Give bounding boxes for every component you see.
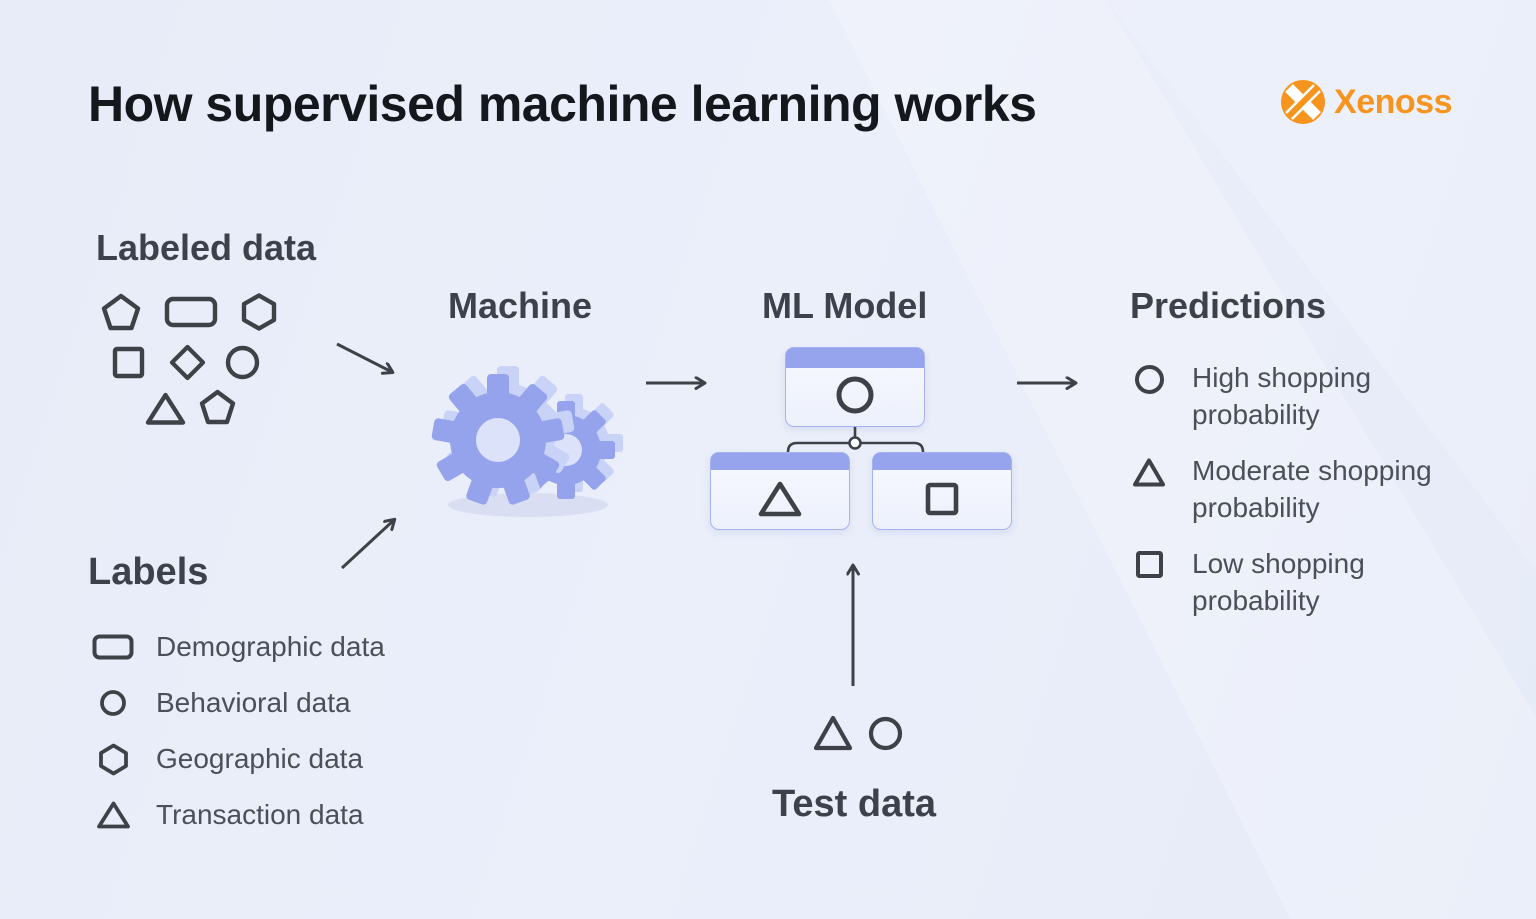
prediction-label: Moderate shopping probability — [1192, 454, 1432, 523]
square-icon — [925, 482, 959, 516]
arrow-right-icon — [646, 369, 720, 399]
tree-connector — [786, 427, 925, 458]
ml-model-title: ML Model — [762, 285, 928, 326]
prediction-label: High shopping probability — [1192, 362, 1372, 430]
prediction-label: Low shopping probability — [1192, 547, 1365, 616]
list-item: Geographic data — [90, 742, 385, 776]
square-icon — [1135, 550, 1163, 578]
ml-root-node — [785, 347, 925, 427]
list-item: Transaction data — [90, 798, 385, 832]
ml-leaf-node-square — [872, 452, 1012, 530]
list-item: High shopping probability — [1132, 360, 1462, 434]
circle-icon — [868, 716, 903, 750]
list-item: Behavioral data — [90, 686, 385, 720]
legend-label: Geographic data — [156, 743, 364, 774]
list-item: Moderate shopping probability — [1132, 453, 1462, 527]
diamond-icon — [169, 344, 206, 381]
window-titlebar — [786, 348, 924, 368]
xenoss-mark-icon — [1281, 80, 1326, 124]
triangle-icon — [758, 481, 802, 517]
node-dot — [848, 436, 862, 450]
gears-icon — [431, 366, 623, 517]
arrow-up-right-icon — [340, 508, 409, 570]
triangle-icon — [1133, 458, 1165, 487]
pentagon-icon — [101, 293, 141, 331]
hexagon-icon — [241, 293, 277, 331]
rectangle-icon — [92, 634, 134, 660]
legend-label: Transaction data — [156, 799, 364, 830]
legend-label: Behavioral data — [156, 687, 351, 718]
brand-name: Xenoss — [1334, 82, 1452, 121]
triangle-icon — [96, 801, 130, 829]
labels-legend-list: Demographic data Behavioral data Geograp… — [90, 630, 385, 854]
rectangle-icon — [164, 296, 218, 328]
predictions-list: High shopping probability Moderate shopp… — [1132, 360, 1462, 639]
arrow-up-icon — [834, 554, 874, 686]
arrow-right-icon — [1017, 369, 1092, 399]
labeled-data-title: Labeled data — [96, 227, 317, 268]
window-titlebar — [873, 453, 1011, 470]
ml-leaf-node-triangle — [710, 452, 850, 530]
page-title: How supervised machine learning works — [88, 76, 1037, 132]
test-data-title: Test data — [772, 783, 937, 825]
hexagon-icon — [98, 743, 128, 775]
brand-logo: Xenoss — [1281, 80, 1452, 124]
square-icon — [112, 346, 145, 379]
circle-icon — [225, 345, 260, 380]
predictions-title: Predictions — [1130, 285, 1327, 326]
list-item: Demographic data — [90, 630, 385, 664]
arrow-down-right-icon — [336, 342, 410, 386]
triangle-icon — [813, 715, 853, 751]
pentagon-icon — [199, 389, 236, 425]
list-item: Low shopping probability — [1132, 546, 1462, 620]
labels-title: Labels — [88, 551, 209, 593]
legend-label: Demographic data — [156, 631, 385, 662]
circle-icon — [1134, 365, 1164, 394]
triangle-icon — [145, 392, 186, 425]
circle-icon — [100, 690, 126, 716]
circle-icon — [836, 376, 874, 414]
test-data-shapes — [812, 714, 903, 752]
machine-title: Machine — [448, 285, 593, 326]
window-titlebar — [711, 453, 849, 470]
